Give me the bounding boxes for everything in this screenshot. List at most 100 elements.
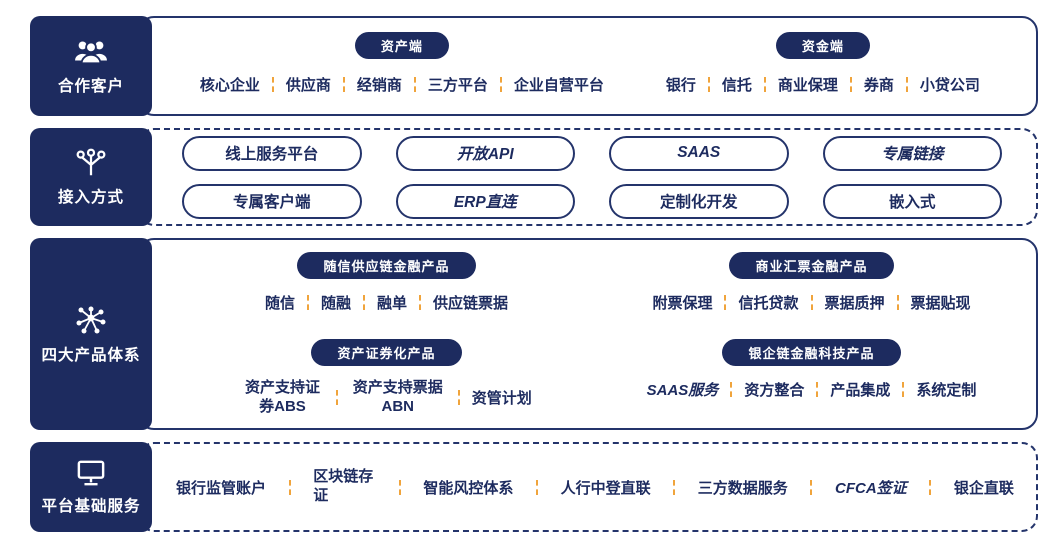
group-badge: 商业汇票金融产品 [729,251,894,279]
separator [896,294,899,310]
people-group-icon [72,37,110,67]
pill-label: 专属客户端 [232,194,311,211]
separator [457,390,460,405]
access-content: 线上服务平台 开放API SAAS 专属链接 专属客户端 ERP直连 定制化开发… [138,128,1038,226]
pill-label: 专属链接 [881,146,944,163]
separator [730,381,733,397]
asset-side-items: 核心企业 供应商 经销商 三方平台 企业自营平台 [200,74,604,95]
platform-items: 银行监管账户 区块链存证 智能风控体系 人行中登直联 三方数据服务 CFCA签证… [176,468,1014,506]
list-item: 三方数据服务 [697,479,788,497]
commercial-bill-group: 商业汇票金融产品 附票保理 信托贷款 票据质押 票据贴现 [599,251,1024,313]
separator [929,479,932,495]
platform-label-box: 平台基础服务 [30,442,152,532]
group-badge: 随信供应链金融产品 [297,251,476,279]
hub-spoke-icon [73,304,109,336]
row-access-methods: 接入方式 线上服务平台 开放API SAAS 专属链接 专属客户端 ERP直连 … [30,128,1038,226]
separator [810,479,813,495]
suixin-supply-chain-group: 随信供应链金融产品 随信 随融 融单 供应链票据 [174,251,599,313]
list-item: 信托 [721,77,752,94]
access-pill: 专属链接 [822,135,1002,171]
asset-side-badge: 资产端 [354,32,449,59]
monitor-icon [74,459,108,487]
list-item: 三方平台 [427,77,488,94]
list-item: 资方整合 [744,381,805,399]
list-item: 产品集成 [830,381,891,399]
asset-side-group: 资产端 核心企业 供应商 经销商 三方平台 企业自营平台 [174,26,630,108]
separator [342,77,345,92]
separator [849,77,852,92]
branch-network-icon [74,148,108,178]
list-item: CFCA签证 [835,479,907,497]
row-product-systems: 四大产品体系 随信供应链金融产品 随信 随融 融单 供应链票据 [30,238,1038,430]
access-label-box: 接入方式 [30,128,152,226]
list-item: 随融 [320,294,351,312]
separator [288,479,291,495]
list-item: 区块链存证 [313,468,374,504]
pill-label: 定制化开发 [659,194,738,211]
access-pill: 开放API [395,135,575,171]
list-item: 小贷公司 [919,77,980,94]
list-item: SAAS服务 [646,381,719,399]
separator [413,77,416,92]
access-pill: 定制化开发 [609,183,789,219]
list-item: 供应链票据 [433,294,509,312]
platform-content: 银行监管账户 区块链存证 智能风控体系 人行中登直联 三方数据服务 CFCA签证… [138,442,1038,532]
bank-enterprise-fintech-group: 银企链金融科技产品 SAAS服务 资方整合 产品集成 系统定制 [599,338,1024,417]
row-customers: 合作客户 资产端 核心企业 供应商 经销商 三方平台 企业自营平台 资金端 [30,16,1038,116]
pill-label: 开放API [456,146,514,163]
products-label: 四大产品体系 [41,346,141,364]
list-item: 银企直联 [953,479,1014,497]
separator [763,77,766,92]
pill-label: SAAS [677,144,721,161]
pill-label: 线上服务平台 [225,146,319,163]
securitization-group: 资产证券化产品 资产支持证券ABS 资产支持票据ABN 资管计划 [174,338,599,417]
access-label: 接入方式 [57,188,124,206]
group-badge: 资产证券化产品 [311,338,462,366]
list-item: 信托贷款 [738,294,799,312]
list-item: 核心企业 [199,77,260,94]
access-pill: SAAS [609,135,789,171]
list-item: 资产支持证券ABS [244,378,320,415]
fund-side-items: 银行 信托 商业保理 券商 小贷公司 [666,74,980,95]
access-pill: 嵌入式 [822,183,1002,219]
access-pill: 专属客户端 [182,183,362,219]
list-item: 资管计划 [471,390,532,407]
list-item: 商业保理 [777,77,838,94]
list-item: 人行中登直联 [560,479,651,497]
row-platform-services: 平台基础服务 银行监管账户 区块链存证 智能风控体系 人行中登直联 三方数据服务… [30,442,1038,532]
separator [707,77,710,92]
product-row-bottom: 资产证券化产品 资产支持证券ABS 资产支持票据ABN 资管计划 银企链金融科技… [174,338,1024,417]
list-item: 随信 [264,294,295,312]
group-items: 随信 随融 融单 供应链票据 [265,292,508,313]
group-items: 资产支持证券ABS 资产支持票据ABN 资管计划 [241,379,532,417]
customers-label-box: 合作客户 [30,16,152,116]
products-label-box: 四大产品体系 [30,238,152,430]
list-item: 银行 [665,77,696,94]
list-item: 券商 [863,77,894,94]
access-pill: 线上服务平台 [182,135,362,171]
list-item: 银行监管账户 [176,479,267,497]
group-items: 附票保理 信托贷款 票据质押 票据贴现 [652,292,971,313]
group-items: SAAS服务 资方整合 产品集成 系统定制 [646,379,977,400]
products-content: 随信供应链金融产品 随信 随融 融单 供应链票据 商业汇票金融产品 附票保理 [138,238,1038,430]
list-item: 融单 [377,294,408,312]
list-item: 票据贴现 [910,294,971,312]
list-item: 附票保理 [652,294,713,312]
separator [398,479,401,495]
separator [673,479,676,495]
fund-side-group: 资金端 银行 信托 商业保理 券商 小贷公司 [630,26,1016,108]
customers-label: 合作客户 [57,77,124,95]
separator [905,77,908,92]
separator [306,294,309,310]
platform-label: 平台基础服务 [41,497,141,515]
customers-content: 资产端 核心企业 供应商 经销商 三方平台 企业自营平台 资金端 银行 [138,16,1038,116]
list-item: 企业自营平台 [513,77,604,94]
access-pill: ERP直连 [395,183,575,219]
separator [499,77,502,92]
list-item: 票据质押 [824,294,885,312]
list-item: 系统定制 [916,381,977,399]
product-row-top: 随信供应链金融产品 随信 随融 融单 供应链票据 商业汇票金融产品 附票保理 [174,251,1024,313]
separator [536,479,538,495]
fund-side-badge: 资金端 [775,32,870,59]
